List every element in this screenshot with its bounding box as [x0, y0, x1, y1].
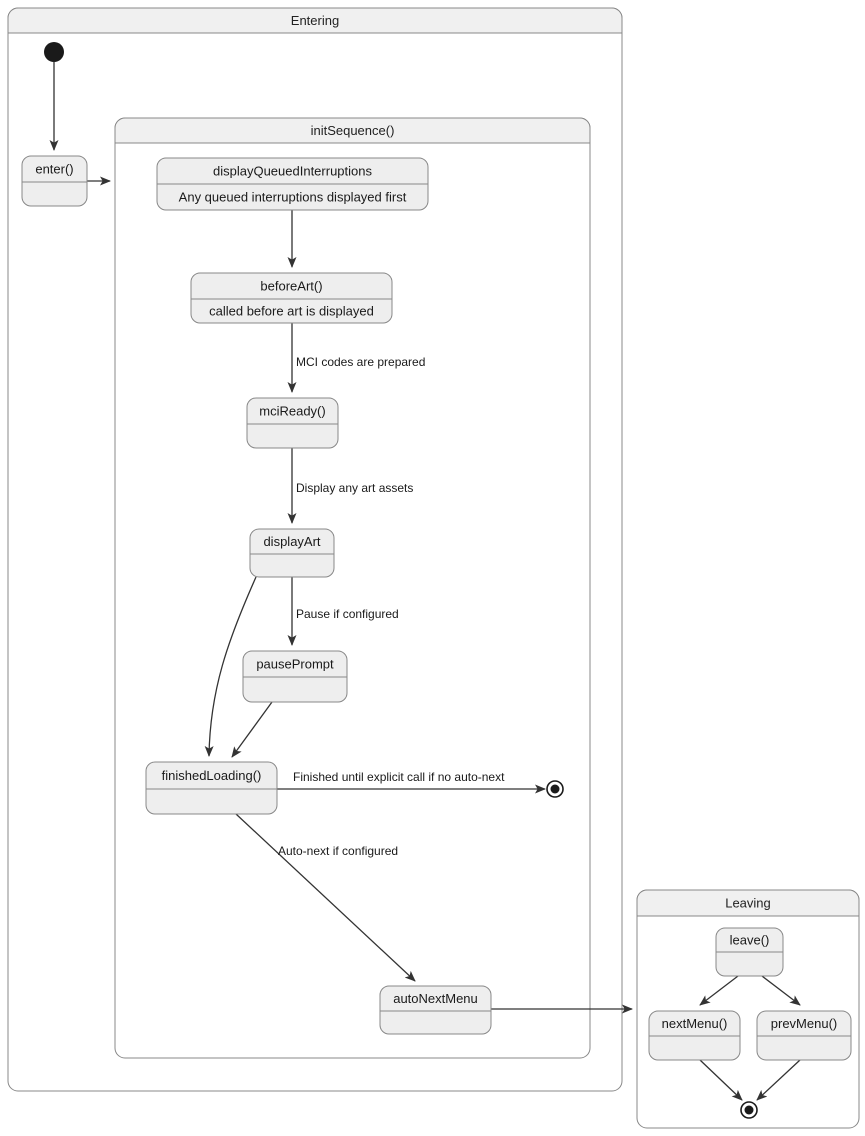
transition-label-beforeart-mciready: MCI codes are prepared: [296, 355, 425, 369]
transition-label-mciready-displayart: Display any art assets: [296, 481, 413, 495]
transition-prev-final[interactable]: [756, 1059, 801, 1101]
state-name-finishedLoad: finishedLoading(): [162, 768, 262, 783]
state-box-enter: [21, 155, 88, 207]
transition-label-displayart-pause: Pause if configured: [296, 607, 399, 621]
composite-title-leaving: Leaving: [725, 895, 771, 910]
final-state-dot: [744, 1105, 754, 1115]
state-description-displayQueued: Any queued interruptions displayed first: [179, 189, 407, 204]
state-name-nextMenu: nextMenu(): [662, 1016, 728, 1031]
transition-label-finished-final: Finished until explicit call if no auto-…: [293, 770, 505, 784]
state-mciReady[interactable]: mciReady(): [246, 397, 339, 449]
transitions-layer: [49, 62, 801, 1101]
state-name-autoNextMenu: autoNextMenu: [393, 991, 478, 1006]
state-prevMenu[interactable]: prevMenu(): [756, 1010, 852, 1061]
state-displayArt[interactable]: displayArt: [249, 528, 335, 578]
state-name-prevMenu: prevMenu(): [771, 1016, 837, 1031]
transition-displayart-finished[interactable]: [204, 576, 257, 757]
state-enter[interactable]: enter(): [21, 155, 88, 207]
transition-finished-autonext[interactable]: [235, 813, 416, 982]
state-name-leave: leave(): [730, 932, 770, 947]
initial-start-icon[interactable]: [44, 42, 64, 62]
state-name-beforeArt: beforeArt(): [260, 278, 322, 293]
transition-leave-prev[interactable]: [761, 975, 801, 1006]
state-box-beforeArt: [190, 272, 393, 324]
state-box-mciReady: [246, 397, 339, 449]
pseudostates-layer: [44, 42, 758, 1119]
state-pausePrompt[interactable]: pausePrompt: [242, 650, 348, 703]
state-finishedLoad[interactable]: finishedLoading(): [145, 761, 278, 815]
state-box-finishedLoad: [145, 761, 278, 815]
transition-next-final[interactable]: [699, 1059, 743, 1101]
state-leave[interactable]: leave(): [715, 927, 784, 977]
composite-header-leaving: [636, 889, 860, 917]
composite-state-leaving[interactable]: Leaving: [636, 889, 860, 1129]
composite-header-entering: [7, 7, 623, 34]
state-box-displayArt: [249, 528, 335, 578]
final-leaving-icon[interactable]: [740, 1101, 758, 1119]
composite-title-entering: Entering: [291, 13, 339, 28]
state-description-beforeArt: called before art is displayed: [209, 303, 374, 318]
state-name-enter: enter(): [35, 161, 73, 176]
final-entering-icon[interactable]: [546, 780, 564, 798]
state-nextMenu[interactable]: nextMenu(): [648, 1010, 741, 1061]
state-beforeArt[interactable]: beforeArt() called before art is displaye…: [190, 272, 393, 324]
state-name-displayArt: displayArt: [263, 534, 320, 549]
transition-label-finished-autonext: Auto-next if configured: [278, 844, 398, 858]
composite-state-init-sequence[interactable]: initSequence(): [114, 117, 591, 1059]
composite-header-init-sequence: [114, 117, 591, 144]
transition-leave-next[interactable]: [699, 975, 739, 1006]
final-state-dot: [550, 784, 560, 794]
transition-pause-finished[interactable]: [231, 701, 273, 758]
state-box-autoNextMenu: [379, 985, 492, 1035]
state-name-displayQueued: displayQueuedInterruptions: [213, 163, 372, 178]
state-name-mciReady: mciReady(): [259, 403, 325, 418]
initial-state-circle: [44, 42, 64, 62]
state-name-pausePrompt: pausePrompt: [256, 656, 334, 671]
composite-title-init-sequence: initSequence(): [311, 123, 395, 138]
state-autoNextMenu[interactable]: autoNextMenu: [379, 985, 492, 1035]
